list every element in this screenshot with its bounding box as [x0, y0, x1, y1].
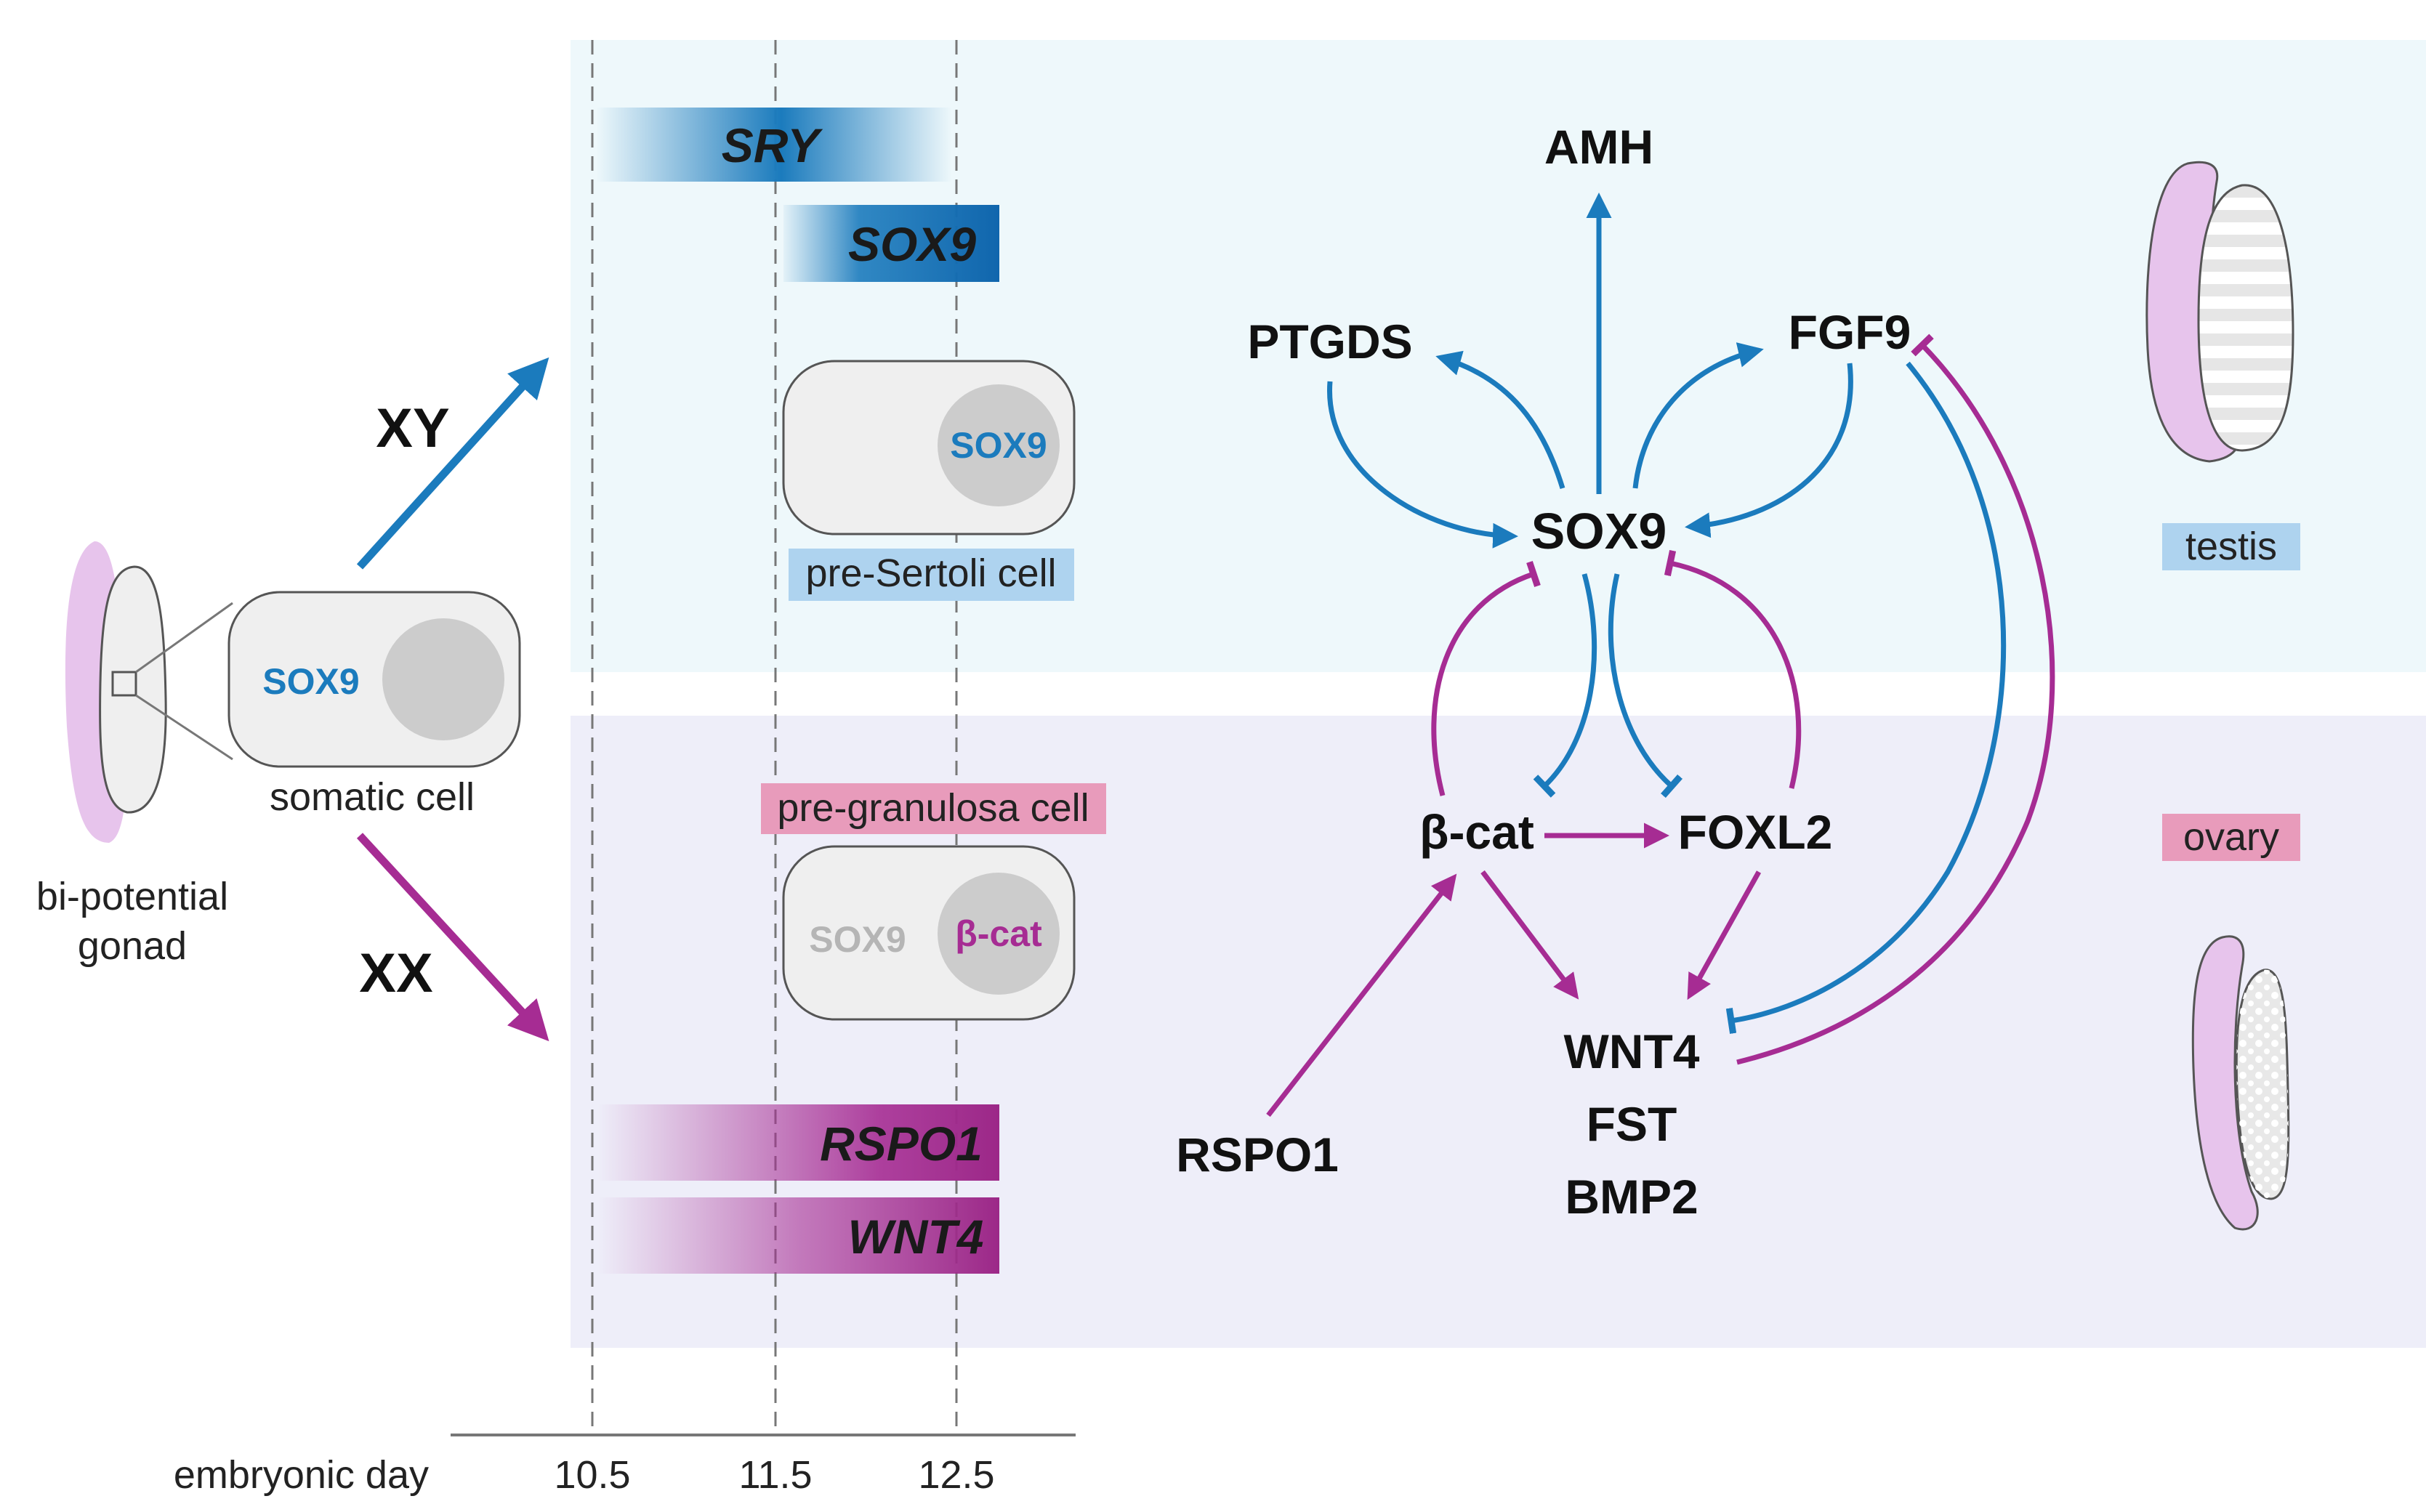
- node-ptgds: PTGDS: [1247, 315, 1412, 368]
- gonad-zoom-box: [111, 671, 137, 697]
- pre-granulosa-sox9-marker: SOX9: [809, 919, 906, 960]
- bcat-inhibits-sox9: [1431, 560, 1541, 796]
- ovary-follicles: [2236, 969, 2289, 1199]
- foxl2-inhibits-sox9: [1664, 549, 1802, 789]
- axis-label: embryonic day: [174, 1453, 429, 1497]
- pre-sertoli-nucleus: [938, 384, 1060, 506]
- pre-granulosa-label-bg: [761, 783, 1106, 834]
- sry-bar: [596, 108, 952, 182]
- zoom-line-bottom: [135, 694, 233, 761]
- node-wnt4: WNT4: [1564, 1024, 1700, 1078]
- testis-label-bg: [2162, 523, 2300, 570]
- sox9-to-fgf9-arrow: [1632, 342, 1764, 489]
- node-sox9: SOX9: [1531, 503, 1667, 559]
- pre-sertoli-label: pre-Sertoli cell: [805, 551, 1056, 595]
- rspo1-label: RSPO1: [820, 1117, 983, 1171]
- node-bcat: β-cat: [1419, 805, 1534, 859]
- tick-label-10-5: 10.5: [554, 1453, 630, 1497]
- ovary-pink-tissue: [2191, 935, 2259, 1231]
- bcat-to-wnt4-arrow: [1480, 870, 1579, 1000]
- zoom-line-top: [135, 602, 233, 674]
- ptgds-to-sox9-arrow: [1327, 381, 1518, 549]
- sry-label: SRY: [722, 118, 823, 172]
- node-foxl2: FOXL2: [1678, 805, 1833, 859]
- sox9-inhibits-foxl2: [1608, 573, 1683, 799]
- somatic-cell-marker: SOX9: [262, 661, 359, 702]
- pre-granulosa-label: pre-granulosa cell: [777, 786, 1089, 830]
- pre-sertoli-label-bg: [789, 549, 1074, 601]
- somatic-cell-label: somatic cell: [270, 775, 475, 819]
- ovary-label: ovary: [2183, 815, 2279, 859]
- node-bmp2: BMP2: [1565, 1170, 1698, 1224]
- tick-label-12-5: 12.5: [918, 1453, 994, 1497]
- sox9-to-ptgds-arrow: [1435, 350, 1565, 490]
- wnt4-inhibits-fgf9: [1736, 333, 2055, 1065]
- node-fgf9: FGF9: [1789, 305, 1911, 359]
- gonad-label-line2: gonad: [78, 924, 187, 968]
- xx-label: XX: [359, 942, 433, 1004]
- sox9-inhibits-bcat: [1533, 573, 1597, 798]
- sox9-bar-label: SOX9: [848, 217, 976, 271]
- xy-label: XY: [376, 397, 449, 459]
- fgf9-inhibits-wnt4: [1725, 361, 2007, 1034]
- pre-granulosa-bcat-marker: β-cat: [955, 913, 1042, 954]
- node-fst: FST: [1587, 1097, 1677, 1151]
- node-rspo1: RSPO1: [1176, 1128, 1339, 1181]
- wnt4-bar-label: WNT4: [848, 1210, 984, 1264]
- rspo1-to-bcat-arrow: [1266, 873, 1457, 1117]
- gonad-label-line1: bi-potential: [36, 875, 228, 918]
- somatic-nucleus: [382, 618, 504, 740]
- ovary-label-bg: [2162, 814, 2300, 861]
- node-amh: AMH: [1544, 120, 1653, 174]
- sox9-bar: [783, 205, 999, 282]
- fgf9-to-sox9-arrow: [1685, 363, 1853, 538]
- pre-granulosa-nucleus: [938, 873, 1060, 995]
- xy-arrow: [356, 357, 549, 570]
- tick-label-11-5: 11.5: [738, 1453, 812, 1497]
- testis-body: [2197, 184, 2294, 452]
- pre-sertoli-marker: SOX9: [950, 425, 1047, 466]
- rspo1-bar: [597, 1104, 999, 1181]
- testis-label: testis: [2185, 525, 2277, 568]
- wnt4-bar: [597, 1197, 999, 1274]
- xx-arrow: [356, 833, 549, 1042]
- foxl2-to-wnt4-arrow: [1687, 870, 1762, 1000]
